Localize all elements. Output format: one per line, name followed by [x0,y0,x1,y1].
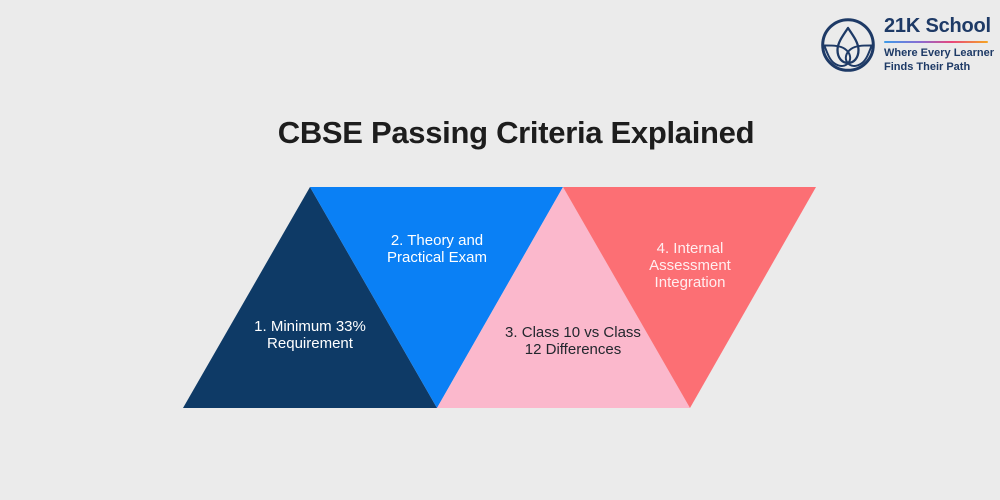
triangle-4-label-line1: 4. Internal [656,239,724,257]
triangle-2-label: 2. Theory and Practical Exam [386,232,488,267]
triangle-2-label-line2: Practical Exam [386,249,488,266]
lotus-circle-icon [820,17,876,72]
triangle-4-label-line3: Integration [654,273,726,291]
triangle-2-label-line1: 2. Theory and [390,232,484,250]
triangle-1-shape [183,187,437,408]
triangle-3-label-line2: 12 Differences [524,341,622,358]
page-title: CBSE Passing Criteria Explained [277,114,755,150]
triangle-2-shape [310,187,563,408]
brand-tagline-line1: Where Every Learner [884,47,995,59]
triangle-1-label-line1: 1. Minimum 33% [254,318,366,336]
triangle-1-label-line2: Requirement [267,335,353,352]
brand-name: 21K School [884,15,991,37]
brand-logo: 21K School Where Every Learner Finds The… [820,15,995,75]
triangle-4-label: 4. Internal Assessment Integration [649,239,731,291]
brand-text-block: 21K School Where Every Learner Finds The… [884,15,995,75]
triangle-3-label-line1: 3. Class 10 vs Class [505,324,641,342]
triangle-1-label: 1. Minimum 33% Requirement [254,318,366,353]
brand-tagline-line2: Finds Their Path [884,60,971,73]
triangle-4-label-line2: Assessment [649,256,731,274]
triangle-4-shape [563,187,816,408]
triangle-3-label: 3. Class 10 vs Class 12 Differences [505,324,641,359]
brand-gradient-divider [884,41,988,43]
triangle-3-shape [437,187,690,408]
